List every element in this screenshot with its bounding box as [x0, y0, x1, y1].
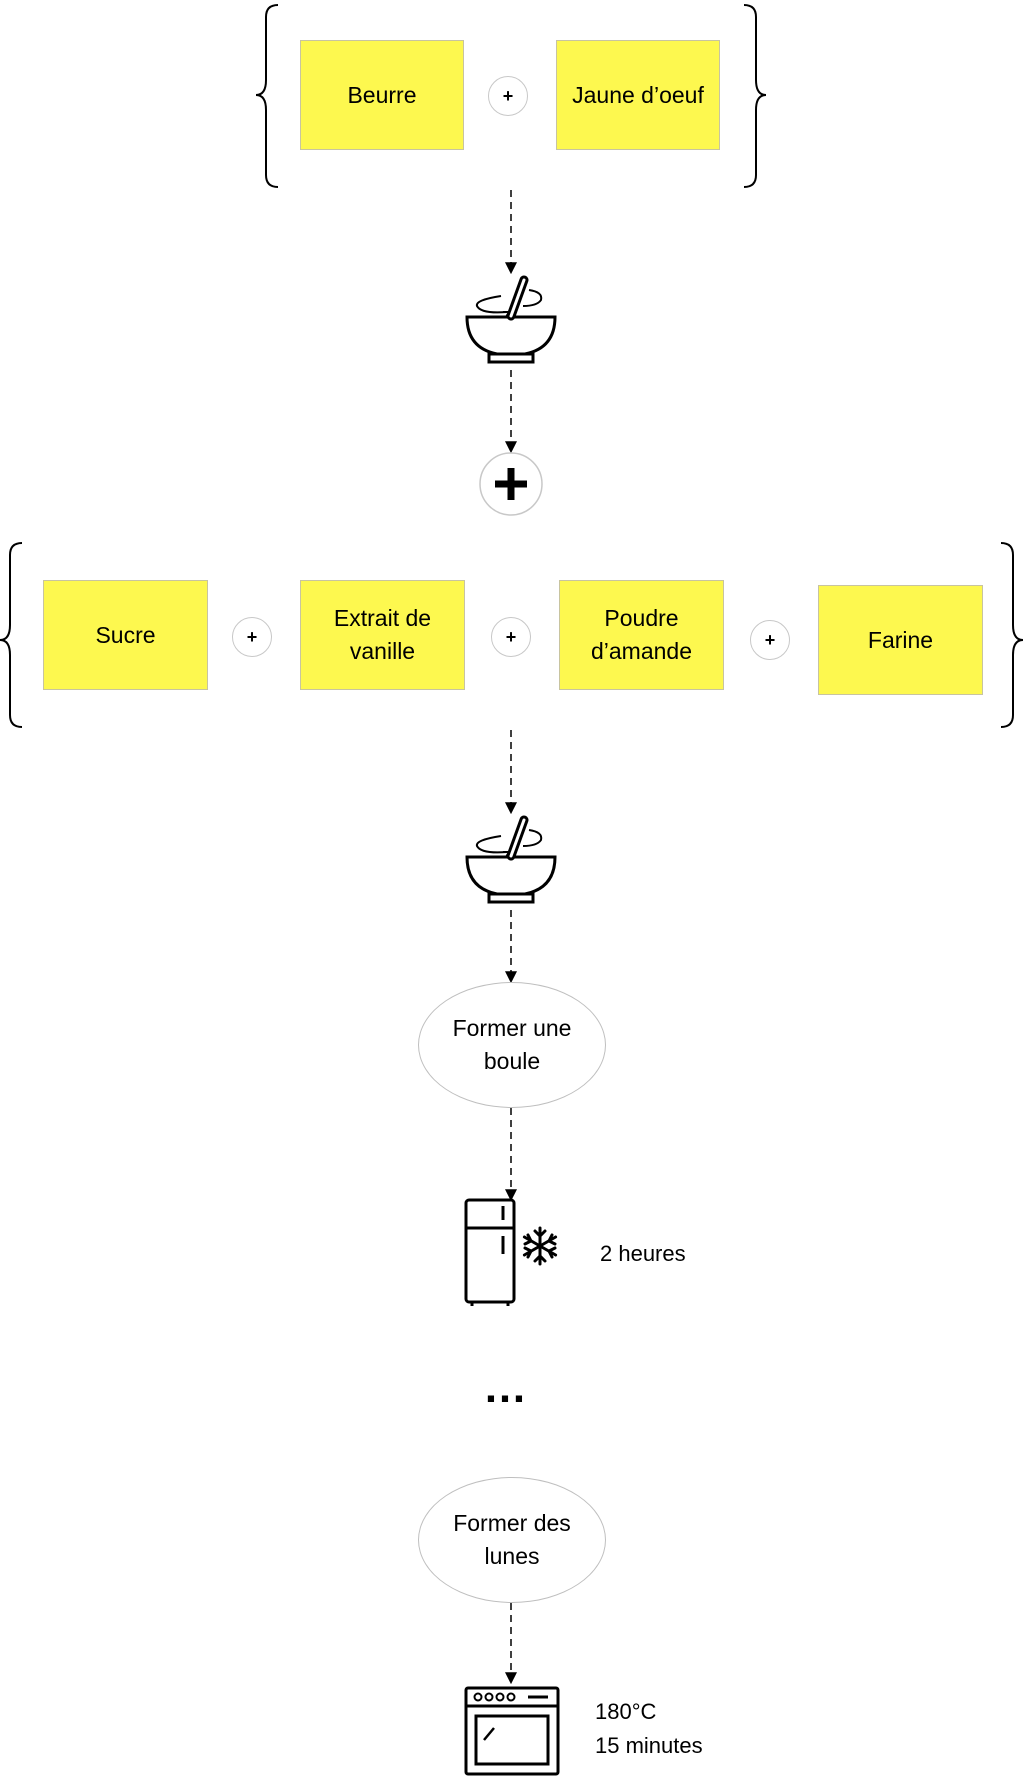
ingredient-egg-yolk: Jaune d’oeuf: [556, 40, 720, 150]
ingredient-almond-powder: Poudre d’amande: [559, 580, 724, 690]
plus-icon: +: [491, 617, 531, 657]
plus-icon: +: [232, 617, 272, 657]
left-brace-group-1: [255, 4, 279, 188]
oven-duration: 15 minutes: [595, 1733, 703, 1758]
mixing-bowl-icon: [465, 275, 557, 364]
right-brace-group-2: [1000, 542, 1024, 728]
plus-icon: +: [488, 76, 528, 116]
step-shape-ball: Former une boule: [418, 982, 606, 1108]
plus-icon: [479, 452, 543, 516]
oven-temperature: 180°C: [595, 1699, 657, 1724]
fridge-icon: [464, 1198, 516, 1306]
right-brace-group-1: [743, 4, 767, 188]
ingredient-vanilla-extract: Extrait de vanille: [300, 580, 465, 690]
ingredient-butter: Beurre: [300, 40, 464, 150]
left-brace-group-2: [0, 542, 23, 728]
ingredient-sugar: Sucre: [43, 580, 208, 690]
mixing-bowl-icon: [465, 815, 557, 904]
ellipsis: …: [483, 1363, 531, 1412]
ingredient-flour: Farine: [818, 585, 983, 695]
oven-icon: [464, 1686, 560, 1776]
step-shape-moons: Former des lunes: [418, 1477, 606, 1603]
snowflake-icon: [522, 1226, 558, 1266]
plus-icon: +: [750, 620, 790, 660]
fridge-duration: 2 heures: [600, 1241, 686, 1266]
